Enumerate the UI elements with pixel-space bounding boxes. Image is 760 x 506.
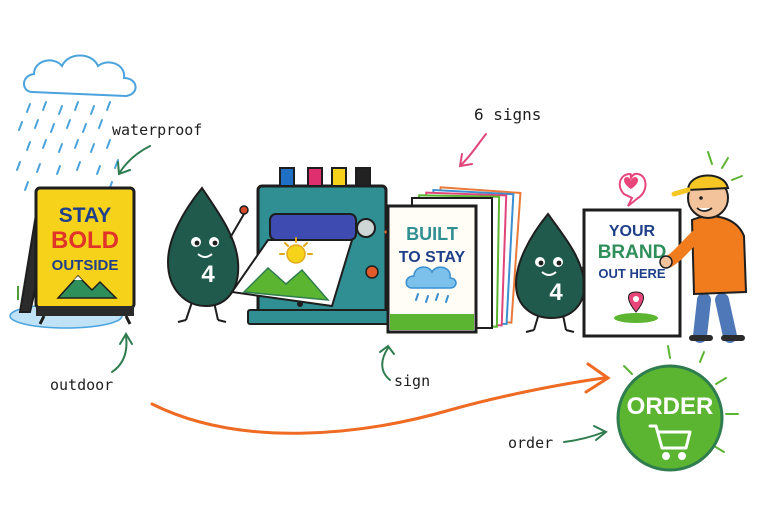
brand-sign-line-2: BRAND	[598, 242, 667, 263]
brand-sign-line-3: OUT HERE	[598, 266, 666, 281]
drop-number-right: 4	[549, 279, 563, 306]
arrow-six-signs	[458, 133, 487, 168]
ink-drop-character-left	[166, 186, 249, 323]
label-six-signs: 6 signs	[474, 105, 541, 124]
cloud-icon	[405, 266, 457, 289]
person-holding-sign	[659, 174, 748, 343]
brand-sign-line-1: YOUR	[609, 223, 656, 240]
cart-icon	[648, 424, 692, 460]
mountain-icon	[242, 266, 330, 301]
front-sign	[386, 204, 478, 334]
aframe-sign	[9, 186, 136, 329]
order-button[interactable]: ORDER	[616, 364, 724, 472]
cloud-icon	[23, 54, 137, 98]
rain-icon	[415, 293, 449, 303]
order-button-label: ORDER	[627, 393, 714, 420]
brand-sign	[582, 208, 682, 338]
arrow-outdoor	[111, 332, 133, 373]
ink-drop-character-right	[514, 212, 597, 333]
drop-number-left: 4	[201, 261, 215, 288]
sun-icon	[279, 237, 313, 264]
aframe-line-1: STAY	[59, 204, 112, 227]
arrow-main-flow	[150, 362, 611, 435]
label-waterproof: waterproof	[112, 121, 202, 139]
printer-machine	[230, 167, 407, 325]
arrow-sign	[379, 344, 395, 381]
aframe-line-3: OUTSIDE	[52, 257, 119, 274]
front-sign-line-1: BUILT	[406, 224, 458, 244]
label-order: order	[508, 434, 553, 452]
arrow-order	[563, 425, 608, 443]
aframe-line-2: BOLD	[51, 227, 119, 254]
mountain-icon	[56, 274, 118, 299]
arrow-waterproof	[117, 145, 151, 176]
label-sign: sign	[394, 372, 430, 390]
label-outdoor: outdoor	[50, 376, 113, 394]
heart-icon	[618, 172, 647, 207]
front-sign-line-2: TO STAY	[399, 249, 466, 266]
rain-icon	[16, 101, 119, 191]
pin-icon	[628, 291, 644, 313]
sparkle-lines	[707, 151, 743, 181]
order-burst-lines	[623, 345, 739, 453]
